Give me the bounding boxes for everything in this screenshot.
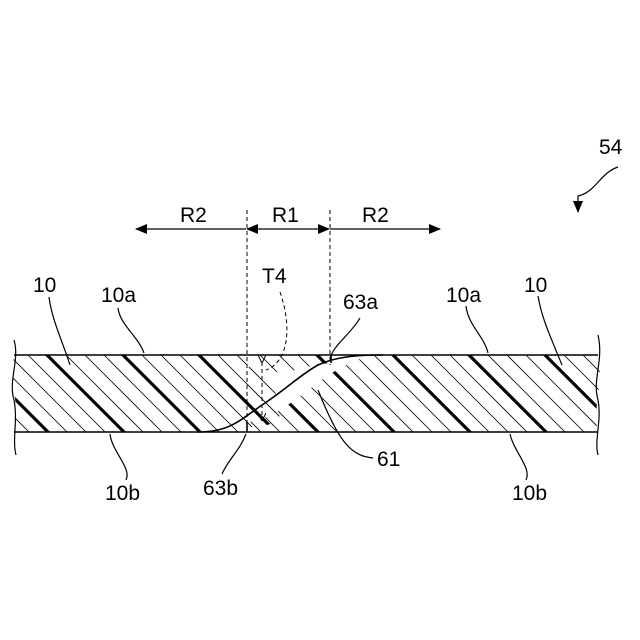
joint-leader <box>318 390 373 458</box>
bottom-surface-right-label: 10b <box>512 482 547 505</box>
right-sheet-hatching <box>150 340 640 450</box>
region-r2-left-label: R2 <box>180 204 207 227</box>
left-hatch-thin-line <box>0 340 9 450</box>
thickness-leader <box>266 292 287 370</box>
joint-lower-label: 63b <box>203 477 238 500</box>
right-hatch-thin-line <box>549 340 640 450</box>
top-surface-left-label: 10a <box>101 284 136 307</box>
joint-upper-leader <box>330 318 360 359</box>
bottom-surface-right-leader <box>510 434 527 480</box>
left-hatch-thick-line <box>0 340 66 450</box>
top-surface-right-leader <box>466 306 488 353</box>
bottom-surface-left-label: 10b <box>105 482 140 505</box>
bottom-surface-left-leader <box>110 434 127 480</box>
figure-ref-leader <box>578 167 618 212</box>
top-surface-right-label: 10a <box>446 284 481 307</box>
left-sheet-hatching <box>0 340 370 450</box>
region-r2-right-label: R2 <box>362 204 389 227</box>
right-top-hatch-thin-line <box>169 340 279 450</box>
right-hatch-thin-line <box>587 340 640 450</box>
joint-label: 61 <box>377 448 400 471</box>
left-hatch-thin-line <box>0 340 28 450</box>
figure-ref-label: 54 <box>599 136 623 159</box>
right-hatch-thin-line <box>169 340 279 450</box>
right-hatch-thick-line <box>150 340 260 450</box>
right-top-hatch-thick-line <box>150 340 260 450</box>
layer-right-label: 10 <box>524 274 547 297</box>
right-sheet-top-hatching <box>150 340 450 450</box>
layer-left-label: 10 <box>33 274 56 297</box>
joint-lower-leader <box>222 434 246 474</box>
right-edge-break <box>596 335 599 455</box>
thickness-label: T4 <box>262 265 287 288</box>
left-hatch-thin-line <box>0 340 47 450</box>
joint-upper-label: 63a <box>343 291 378 314</box>
right-hatch-thick-line <box>606 340 640 450</box>
top-surface-left-leader <box>118 308 144 353</box>
region-r1-label: R1 <box>272 204 299 227</box>
right-hatch-thin-line <box>568 340 640 450</box>
